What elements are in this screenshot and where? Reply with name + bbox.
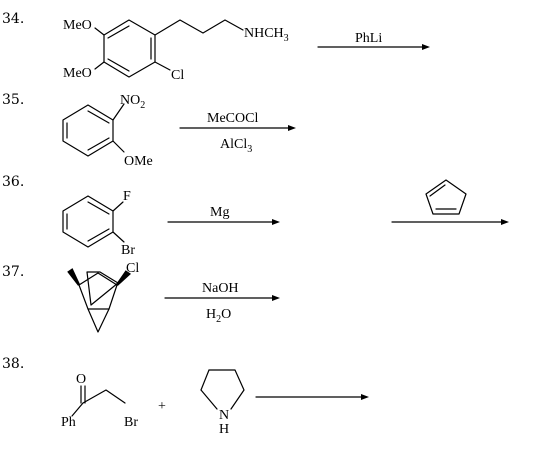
reagent-h2o: H2O <box>206 307 231 325</box>
bond-no2 <box>112 103 125 121</box>
benzene-ring-36 <box>62 195 114 248</box>
methyl-wedge <box>67 268 81 286</box>
plus-sign: + <box>158 399 166 414</box>
reagent-naoh: NaOH <box>202 281 239 296</box>
arrowhead-34 <box>422 44 430 50</box>
arrowhead-38 <box>361 394 369 400</box>
label-ph: Ph <box>61 415 76 430</box>
label-cl-34: Cl <box>171 68 184 83</box>
problem-number-34: 34. <box>2 11 24 27</box>
bond-ome-bottom <box>94 61 105 70</box>
bond-f <box>112 201 124 212</box>
reagent-mecocl: MeCOCl <box>207 111 258 126</box>
reagent-phli: PhLi <box>355 31 382 46</box>
bond-ome-35 <box>112 140 125 153</box>
problem-35: 35. NO2 OMe MeCOCl AlCl3 <box>2 92 296 169</box>
label-br-36: Br <box>121 243 135 258</box>
benzene-ring-35 <box>62 104 114 157</box>
problem-36: 36. F Br Mg <box>2 174 509 258</box>
bicyclic-skeleton <box>78 271 119 333</box>
problem-34: 34. MeO MeO NHCH3 Cl PhLi <box>2 11 430 83</box>
chloro-wedge <box>115 270 132 286</box>
problem-number-36: 36. <box>2 174 24 190</box>
label-f: F <box>123 189 131 204</box>
label-cl-37: Cl <box>126 261 139 276</box>
problem-number-38: 38. <box>2 356 24 372</box>
label-ketone-o: O <box>76 372 86 387</box>
label-nh-n: N <box>219 408 229 423</box>
problem-37: 37. Cl NaOH H2O <box>2 261 280 333</box>
label-amine: NHCH3 <box>244 26 289 44</box>
label-br-38: Br <box>124 415 138 430</box>
arrowhead-36b <box>501 219 509 225</box>
bond-ch2br <box>82 389 126 404</box>
piperidine-ring <box>200 369 245 410</box>
problem-38: 38. O Ph Br + N H <box>2 356 369 437</box>
cyclopentadiene-reagent <box>425 179 467 215</box>
label-ome-top: MeO <box>63 18 92 33</box>
arrowhead-36a <box>272 219 280 225</box>
label-ome-bottom: MeO <box>63 66 92 81</box>
arrowhead-35 <box>288 125 296 131</box>
label-nh-h: H <box>219 422 229 437</box>
problem-number-37: 37. <box>2 264 24 280</box>
arrowhead-37 <box>272 295 280 301</box>
bond-cl-34 <box>154 61 171 71</box>
bond-ome-top <box>94 27 105 36</box>
label-ome-35: OMe <box>124 154 153 169</box>
side-chain-34 <box>154 19 244 36</box>
reagent-alcl3: AlCl3 <box>220 137 252 155</box>
bond-br-36 <box>112 231 125 243</box>
label-no2: NO2 <box>120 93 145 111</box>
problem-number-35: 35. <box>2 92 24 108</box>
reagent-mg: Mg <box>210 205 229 220</box>
benzene-ring-34 <box>103 19 156 78</box>
bond-ph <box>71 402 84 417</box>
